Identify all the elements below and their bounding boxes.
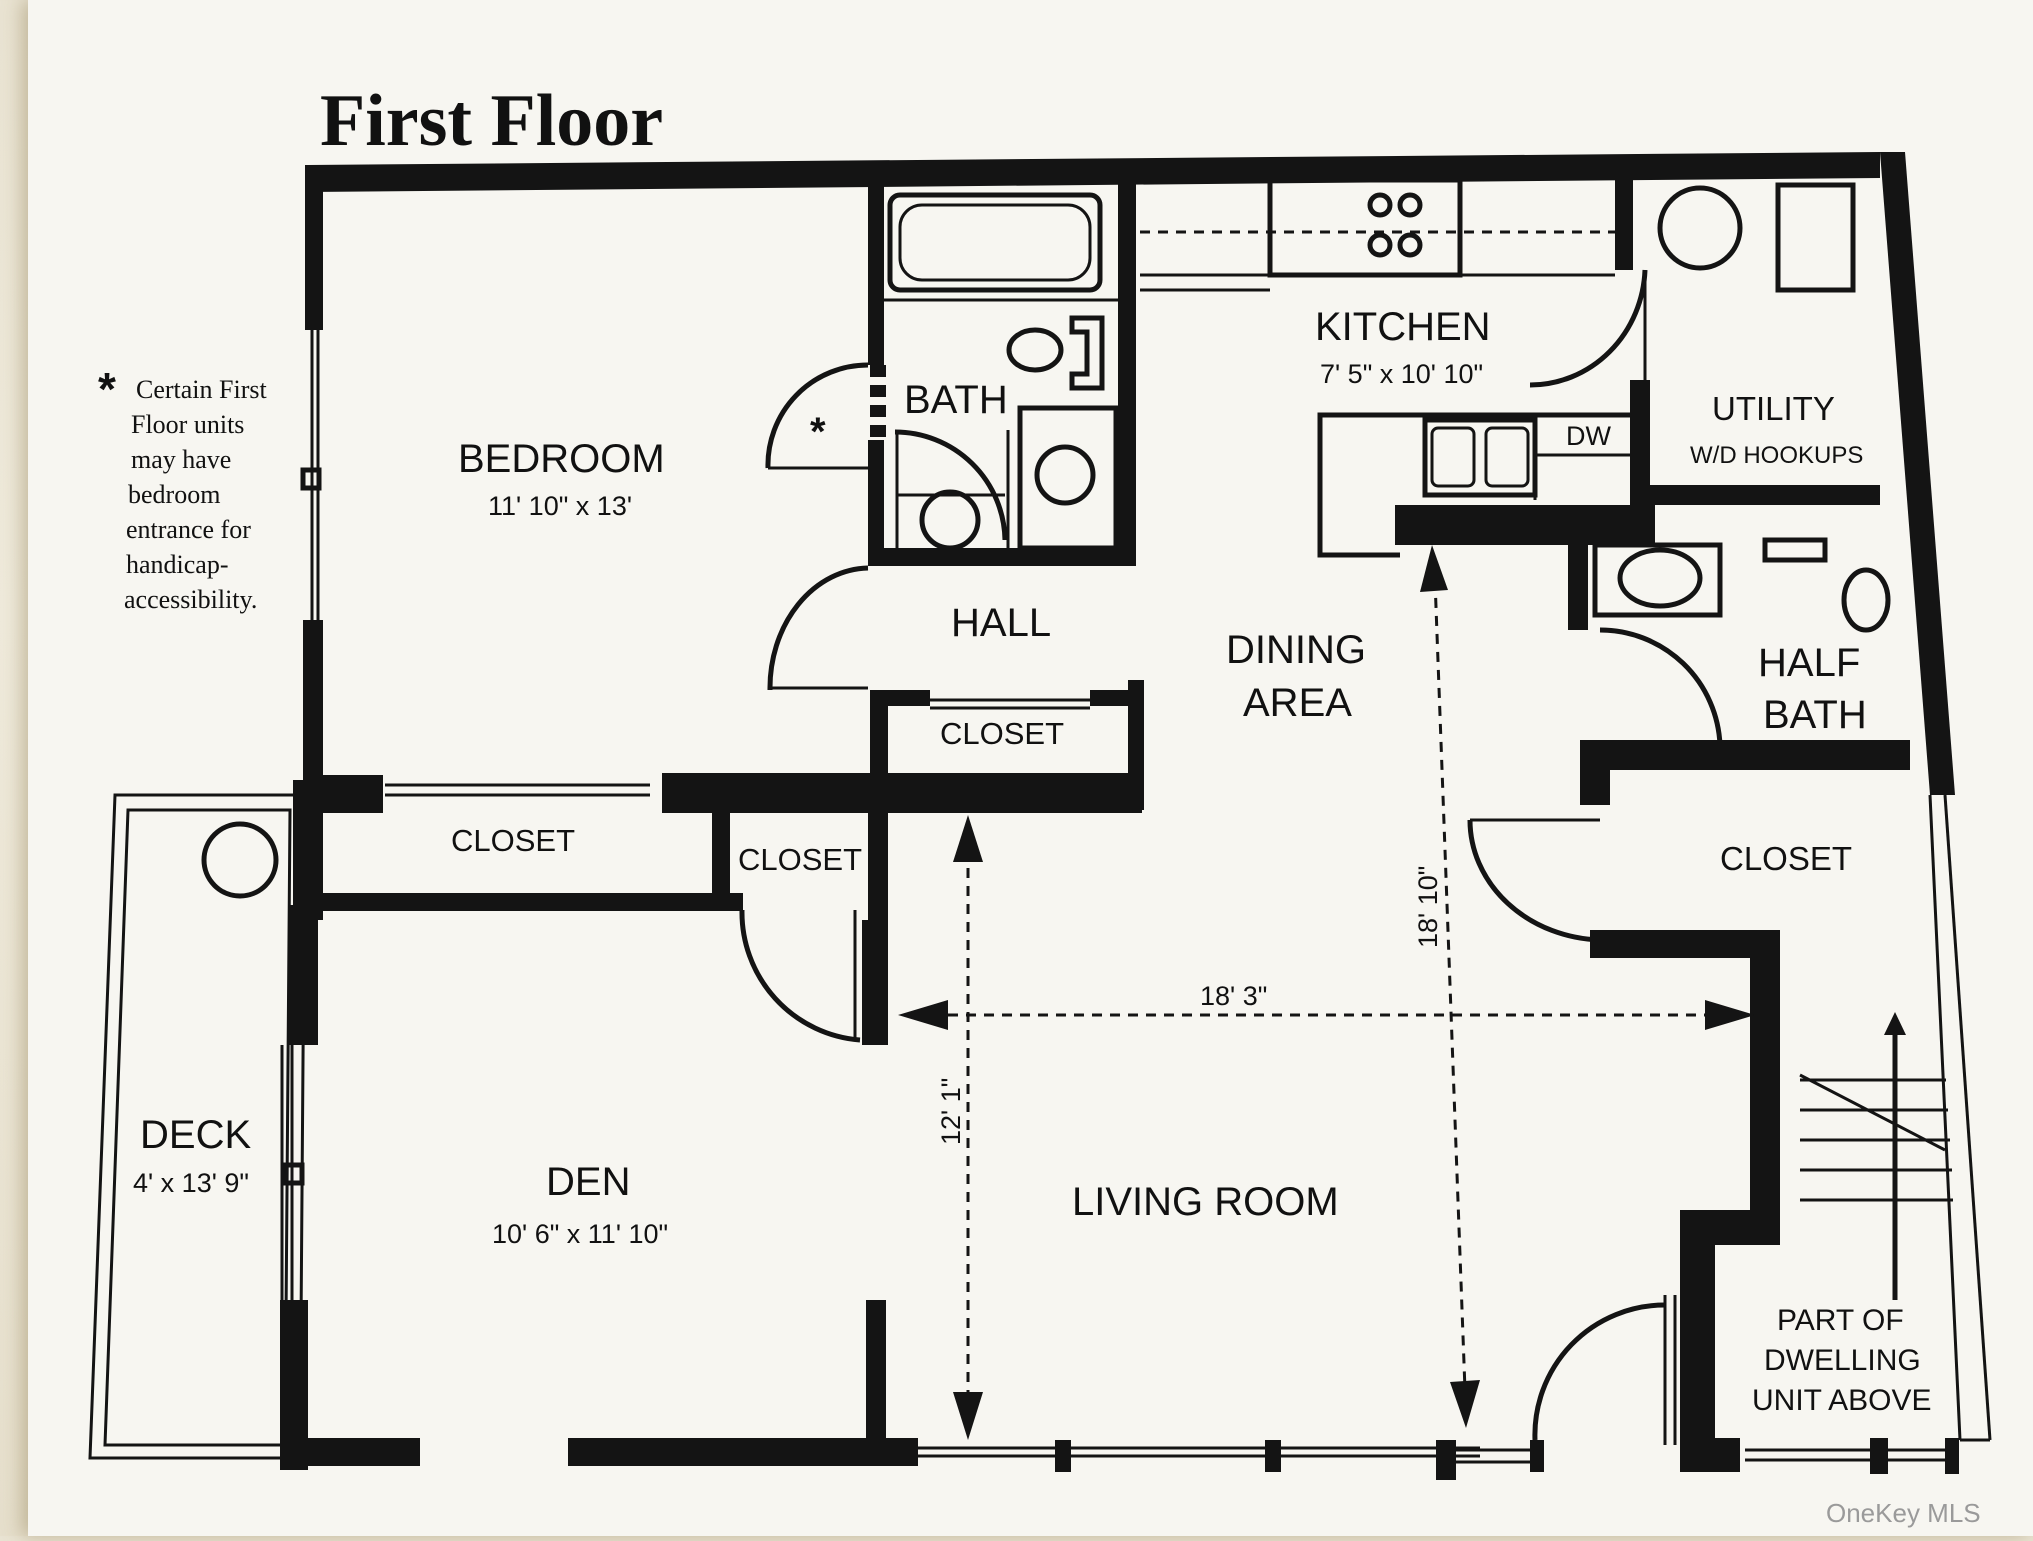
footnote-line: may have xyxy=(131,445,231,474)
utility-sub: W/D HOOKUPS xyxy=(1690,442,1863,469)
kitchen-fixtures: DW xyxy=(1140,177,1891,747)
floor-plan: First Floor * Certain First Floor units … xyxy=(88,80,1992,1528)
deck-dims: 4' x 13' 9" xyxy=(133,1168,249,1198)
kitchen-dims: 7' 5" x 10' 10" xyxy=(1320,359,1483,389)
entry-closet-label: CLOSET xyxy=(1720,840,1852,877)
unit-above-label-3: UNIT ABOVE xyxy=(1752,1384,1932,1417)
den-label: DEN xyxy=(546,1160,630,1204)
unit-above-label-1: PART OF xyxy=(1777,1304,1904,1337)
den-closet-label: CLOSET xyxy=(738,842,862,877)
unit-above-label-2: DWELLING xyxy=(1764,1344,1921,1377)
half-bath-label-1: HALF xyxy=(1758,641,1860,685)
living-width-dimension: 18' 3" xyxy=(1200,981,1267,1011)
den-closet-door xyxy=(728,893,861,1043)
stairs-area xyxy=(1467,794,1992,1474)
footnote-line: accessibility. xyxy=(124,585,257,614)
living-depth-dimension: 12' 1" xyxy=(936,1078,966,1145)
kitchen-label: KITCHEN xyxy=(1315,305,1491,349)
deck: DECK 4' x 13' 9" xyxy=(88,793,307,1460)
footnote-line: Floor units xyxy=(131,410,244,439)
bath-fixtures: * xyxy=(765,192,1119,551)
interior-walls xyxy=(303,170,1910,1470)
bath-marker: * xyxy=(810,410,826,454)
living-room-label: LIVING ROOM xyxy=(1072,1180,1339,1224)
deck-label: DECK xyxy=(140,1113,251,1157)
bedroom-label: BEDROOM xyxy=(458,437,665,481)
hall-closet-label: CLOSET xyxy=(940,716,1064,751)
sliding-doors xyxy=(385,698,1090,797)
footnote-line: entrance for xyxy=(126,515,251,544)
dishwasher-label: DW xyxy=(1566,421,1611,451)
footnote-line: handicap- xyxy=(126,550,229,579)
footnote-asterisk: * xyxy=(98,363,116,415)
dining-label-1: DINING xyxy=(1226,628,1366,672)
utility-label: UTILITY xyxy=(1712,390,1835,427)
left-windows xyxy=(280,330,322,1300)
half-bath-label-2: BATH xyxy=(1763,693,1867,737)
bath-label: BATH xyxy=(904,378,1008,422)
hall-label: HALL xyxy=(951,601,1051,645)
footnote: * Certain First Floor units may have bed… xyxy=(98,363,267,614)
room-labels: BEDROOM 11' 10" x 13' BATH KITCHEN 7' 5"… xyxy=(451,305,1932,1417)
bedroom-closet-label: CLOSET xyxy=(451,823,575,858)
floor-plan-sheet: First Floor * Certain First Floor units … xyxy=(28,0,2033,1536)
footnote-line: Certain First xyxy=(136,375,267,404)
bedroom-dims: 11' 10" x 13' xyxy=(488,491,632,521)
hall-door xyxy=(767,565,869,691)
dining-depth-dimension: 18' 10" xyxy=(1413,866,1443,948)
den-dims: 10' 6" x 11' 10" xyxy=(492,1219,668,1249)
footnote-line: bedroom xyxy=(128,480,220,509)
dimension-lines xyxy=(898,545,1755,1440)
dining-label-2: AREA xyxy=(1243,681,1352,725)
page-title: First Floor xyxy=(320,80,663,162)
watermark: OneKey MLS xyxy=(1826,1498,1981,1528)
